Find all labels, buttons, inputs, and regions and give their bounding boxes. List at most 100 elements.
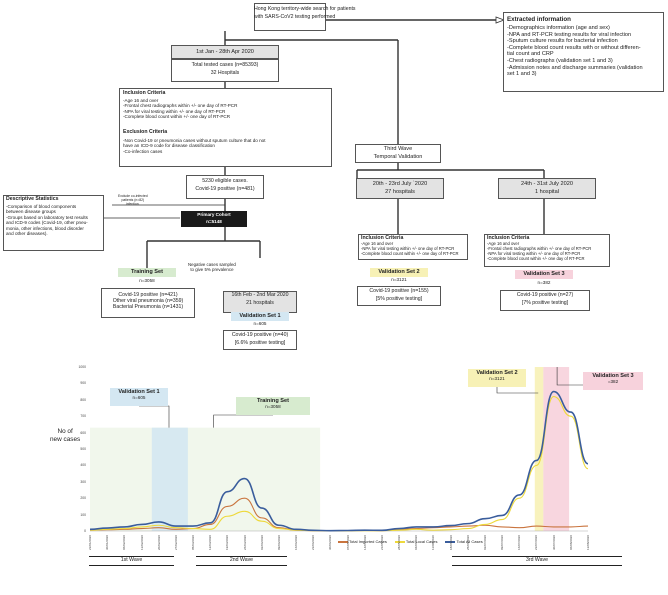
wave-bar-3 xyxy=(452,556,622,566)
val3-criteria-box xyxy=(484,234,610,267)
x-tick-label: 18/06/2020 xyxy=(448,534,453,550)
x-tick-label: 06/02/2020 xyxy=(122,534,127,550)
y-tick-label: 800 xyxy=(80,397,86,402)
period1-hospitals: 32 Hospitals xyxy=(210,70,240,76)
val2-header xyxy=(356,178,444,199)
search-box xyxy=(254,3,326,31)
y-tick-label: 100 xyxy=(80,512,86,517)
x-tick-label: 14/05/2020 xyxy=(362,534,367,550)
chart-ylabel: No of new cases xyxy=(50,428,81,443)
search-line-1: Hong Kong territory-wide search for pati… xyxy=(254,6,356,12)
chart-train-badge: Training Set n=3058 xyxy=(236,397,310,415)
period1-tested: Total tested cases (n=85393) xyxy=(191,62,259,68)
period1-body xyxy=(171,59,279,82)
x-tick-label: 30/01/2020 xyxy=(105,534,110,550)
val2-incl-list: -Age 16 and over -NPA for viral testing … xyxy=(361,241,459,256)
val3-header xyxy=(498,178,596,199)
extracted-info-title: Extracted information xyxy=(507,16,571,23)
x-tick-label: 23/04/2020 xyxy=(311,534,316,550)
descriptive-list: -Comparison of blood components between … xyxy=(6,204,88,237)
val3-hospitals: 1 hospital xyxy=(535,189,559,195)
val3-incl-list: -Age 16 and over -Frontal chest radiogra… xyxy=(487,241,592,261)
train-pointer xyxy=(213,414,273,428)
val3-badge: Validation Set 3 xyxy=(515,270,573,279)
eligible-line-2: Covid-19 positive (n=481) xyxy=(195,186,255,192)
legend-swatch-imported xyxy=(338,540,348,543)
legend-swatch-all xyxy=(445,540,456,543)
primary-cohort-label: Primary Cohort xyxy=(197,212,231,217)
wave-label-3: 3rd Wave xyxy=(525,557,548,563)
val1-n: n=605 xyxy=(253,321,267,326)
val3-result-1: Covid-19 positive (n=27) xyxy=(516,292,574,298)
y-tick-label: 400 xyxy=(80,463,86,468)
eligible-box xyxy=(186,175,264,199)
x-tick-label: 20/02/2020 xyxy=(156,534,161,550)
val1-hospitals: 21 hospitals xyxy=(246,300,274,306)
period1-header xyxy=(171,45,279,59)
x-tick-label: 27/02/2020 xyxy=(173,534,178,550)
wave-label-1: 1st Wave xyxy=(120,557,143,563)
criteria1-incl-title: Inclusion Criteria xyxy=(123,90,166,96)
x-tick-label: 02/07/2020 xyxy=(482,534,487,550)
x-tick-label: 16/04/2020 xyxy=(294,534,299,550)
y-tick-label: 300 xyxy=(80,479,86,484)
y-tick-label: 600 xyxy=(80,430,86,435)
x-tick-label: 12/03/2020 xyxy=(208,534,213,550)
x-tick-label: 25/06/2020 xyxy=(465,534,470,550)
criteria1-box xyxy=(119,88,332,167)
val2-n: n=3121 xyxy=(391,277,407,282)
val2-hospitals: 27 hospitals xyxy=(385,189,415,195)
primary-cohort-n: n=5148 xyxy=(206,219,222,224)
chart-val3-badge: Validation Set 3 =382 xyxy=(583,372,643,390)
val2-pointer xyxy=(496,387,539,394)
third-wave-line-1: Third Wave xyxy=(383,146,413,152)
val1-badge: Validation Set 1 xyxy=(231,312,289,321)
y-tick-label: 1000 xyxy=(78,365,86,369)
wave-label-2: 2nd Wave xyxy=(229,557,254,563)
training-period-shade xyxy=(90,427,321,531)
criteria1-excl-title: Exclusion Criteria xyxy=(123,129,168,135)
val1-result-2: [6.6% positive testing] xyxy=(234,340,286,346)
x-tick-label: 09/04/2020 xyxy=(276,534,281,550)
x-tick-label: 13/02/2020 xyxy=(139,534,144,550)
primary-cohort-box xyxy=(181,211,247,227)
val3-dates: 24th - 31st July 2020 xyxy=(521,181,573,187)
x-tick-label: 05/03/2020 xyxy=(191,534,196,550)
x-tick-label: 09/07/2020 xyxy=(500,534,505,550)
training-set-list: Covid-19 positive (n=421) Other viral pn… xyxy=(112,292,184,311)
x-tick-label: 26/03/2020 xyxy=(242,534,247,550)
search-line-2: with SARS-CoV2 testing performed xyxy=(254,14,336,20)
val3-result-box xyxy=(500,290,590,311)
val1-dates: 16th Feb - 2nd Mar 2020 xyxy=(231,292,289,298)
x-tick-label: 30/07/2020 xyxy=(551,534,556,550)
criteria1-excl-list: -Non Covid-19 or pneumonia cases without… xyxy=(123,138,266,154)
y-tick-label: 500 xyxy=(80,447,86,451)
extracted-info-box xyxy=(503,12,664,92)
series-all-line xyxy=(89,390,589,532)
criteria1-incl-list: -Age 16 and over -Frontal chest radiogra… xyxy=(123,98,238,120)
training-set-n: n=3058 xyxy=(139,278,155,283)
x-tick-label: 13/08/2020 xyxy=(586,534,590,550)
chart-legend: Total Imported Cases Total Local Cases T… xyxy=(338,539,483,544)
val1-result-box xyxy=(223,330,297,350)
val3-n: n=382 xyxy=(537,280,551,285)
legend-swatch-local xyxy=(394,540,405,543)
x-tick-label: 28/05/2020 xyxy=(397,534,402,550)
x-tick-label: 11/06/2020 xyxy=(431,535,436,550)
chart-val2-badge: Validation Set 2 n=3121 xyxy=(468,369,526,387)
legend-all: Total All Cases xyxy=(445,539,483,544)
x-tick-label: 23/01/2020 xyxy=(88,534,92,550)
val2-period-shade xyxy=(534,367,544,531)
x-tick-label: 16/07/2020 xyxy=(517,534,522,550)
third-wave-line-2: Temporal Validation xyxy=(373,154,423,160)
val2-criteria-box xyxy=(358,234,468,260)
val2-result-1: Covid-19 positive (n=155) xyxy=(369,288,429,294)
y-tick-label: 0 xyxy=(84,529,86,533)
negative-note: Negative cases sampled to give 5% preval… xyxy=(188,262,236,273)
descriptive-title: Descriptive Statistics xyxy=(6,196,59,202)
val3-result-2: [7% positive testing] xyxy=(521,300,569,306)
legend-imported: Total Imported Cases xyxy=(338,539,387,544)
wave-bar-1 xyxy=(89,556,174,566)
training-set-box xyxy=(101,288,195,318)
